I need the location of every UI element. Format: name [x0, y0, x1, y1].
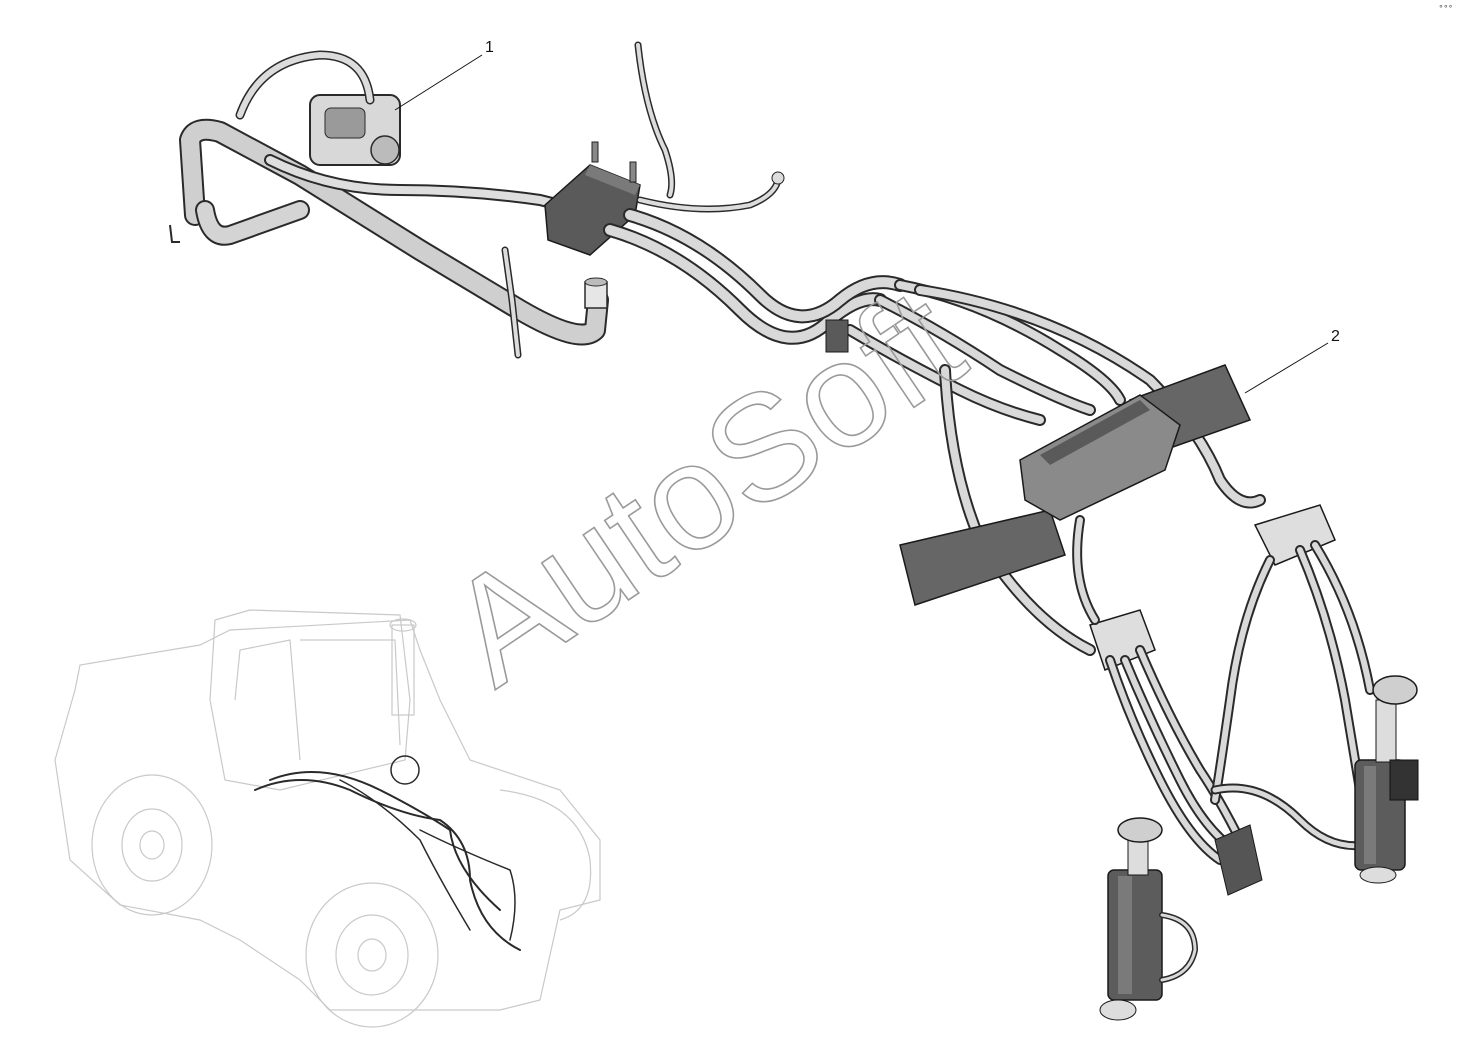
callout-2: 2 — [1244, 328, 1340, 394]
callout-2-label: 2 — [1331, 328, 1340, 345]
right-cylinder — [1354, 675, 1419, 884]
left-cylinder — [1099, 817, 1198, 1021]
corner-mark: °°° — [1438, 4, 1453, 13]
callout-1: 1 — [394, 39, 494, 111]
tractor-overview — [54, 609, 601, 1028]
pump-assembly — [169, 50, 609, 359]
callout-1-label: 1 — [485, 39, 494, 56]
cylinder-hoses — [1072, 515, 1375, 896]
distributor-frame — [899, 364, 1336, 671]
watermark: AutoSoft — [419, 255, 990, 716]
